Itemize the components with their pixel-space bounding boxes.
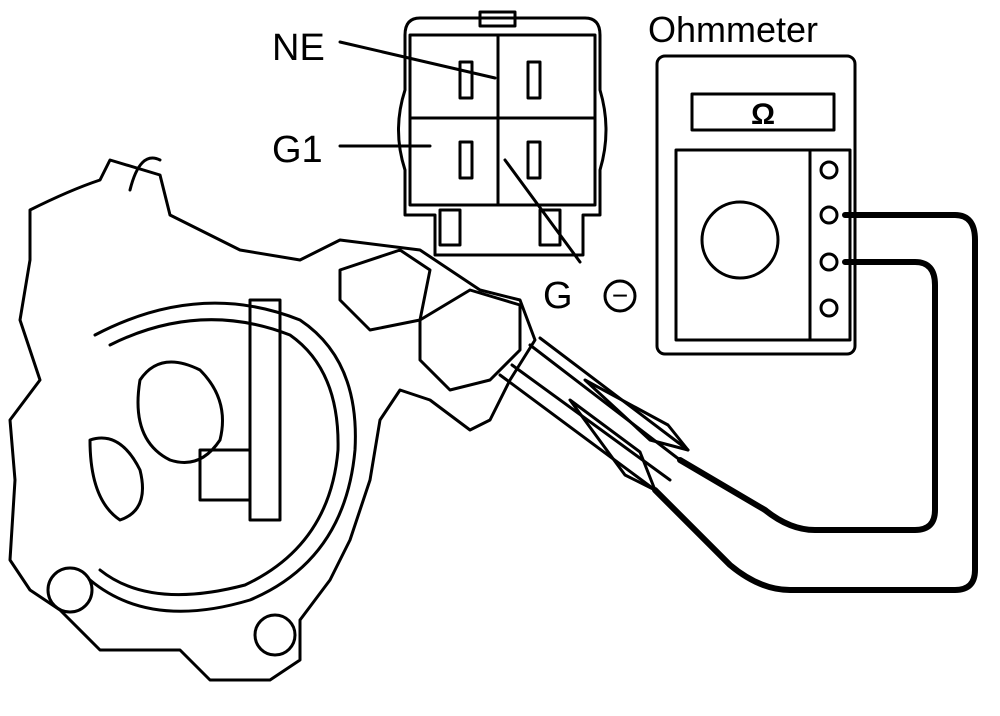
label-g1: G1: [272, 129, 323, 171]
negative-symbol: [603, 279, 637, 313]
ohmmeter-body: [655, 54, 857, 356]
terminal-3: [819, 252, 839, 272]
svg-text:−: −: [612, 280, 628, 311]
ohmmeter-title: Ohmmeter: [648, 9, 818, 50]
terminal-2: [819, 205, 839, 225]
test-leads: [498, 212, 978, 593]
label-g: G: [543, 275, 573, 317]
distributor: [8, 156, 537, 682]
ohmmeter-display: [690, 92, 836, 132]
terminal-4: [819, 298, 839, 318]
ohmmeter: Ohmmeter Ω: [648, 9, 857, 356]
selector-dial: [700, 200, 780, 280]
label-ne: NE: [272, 27, 325, 69]
ohmmeter-panel: [674, 148, 852, 342]
ohm-symbol: Ω: [751, 98, 775, 131]
terminal-1: [819, 160, 839, 180]
sensor-connector: NE G1 G −: [272, 10, 637, 317]
